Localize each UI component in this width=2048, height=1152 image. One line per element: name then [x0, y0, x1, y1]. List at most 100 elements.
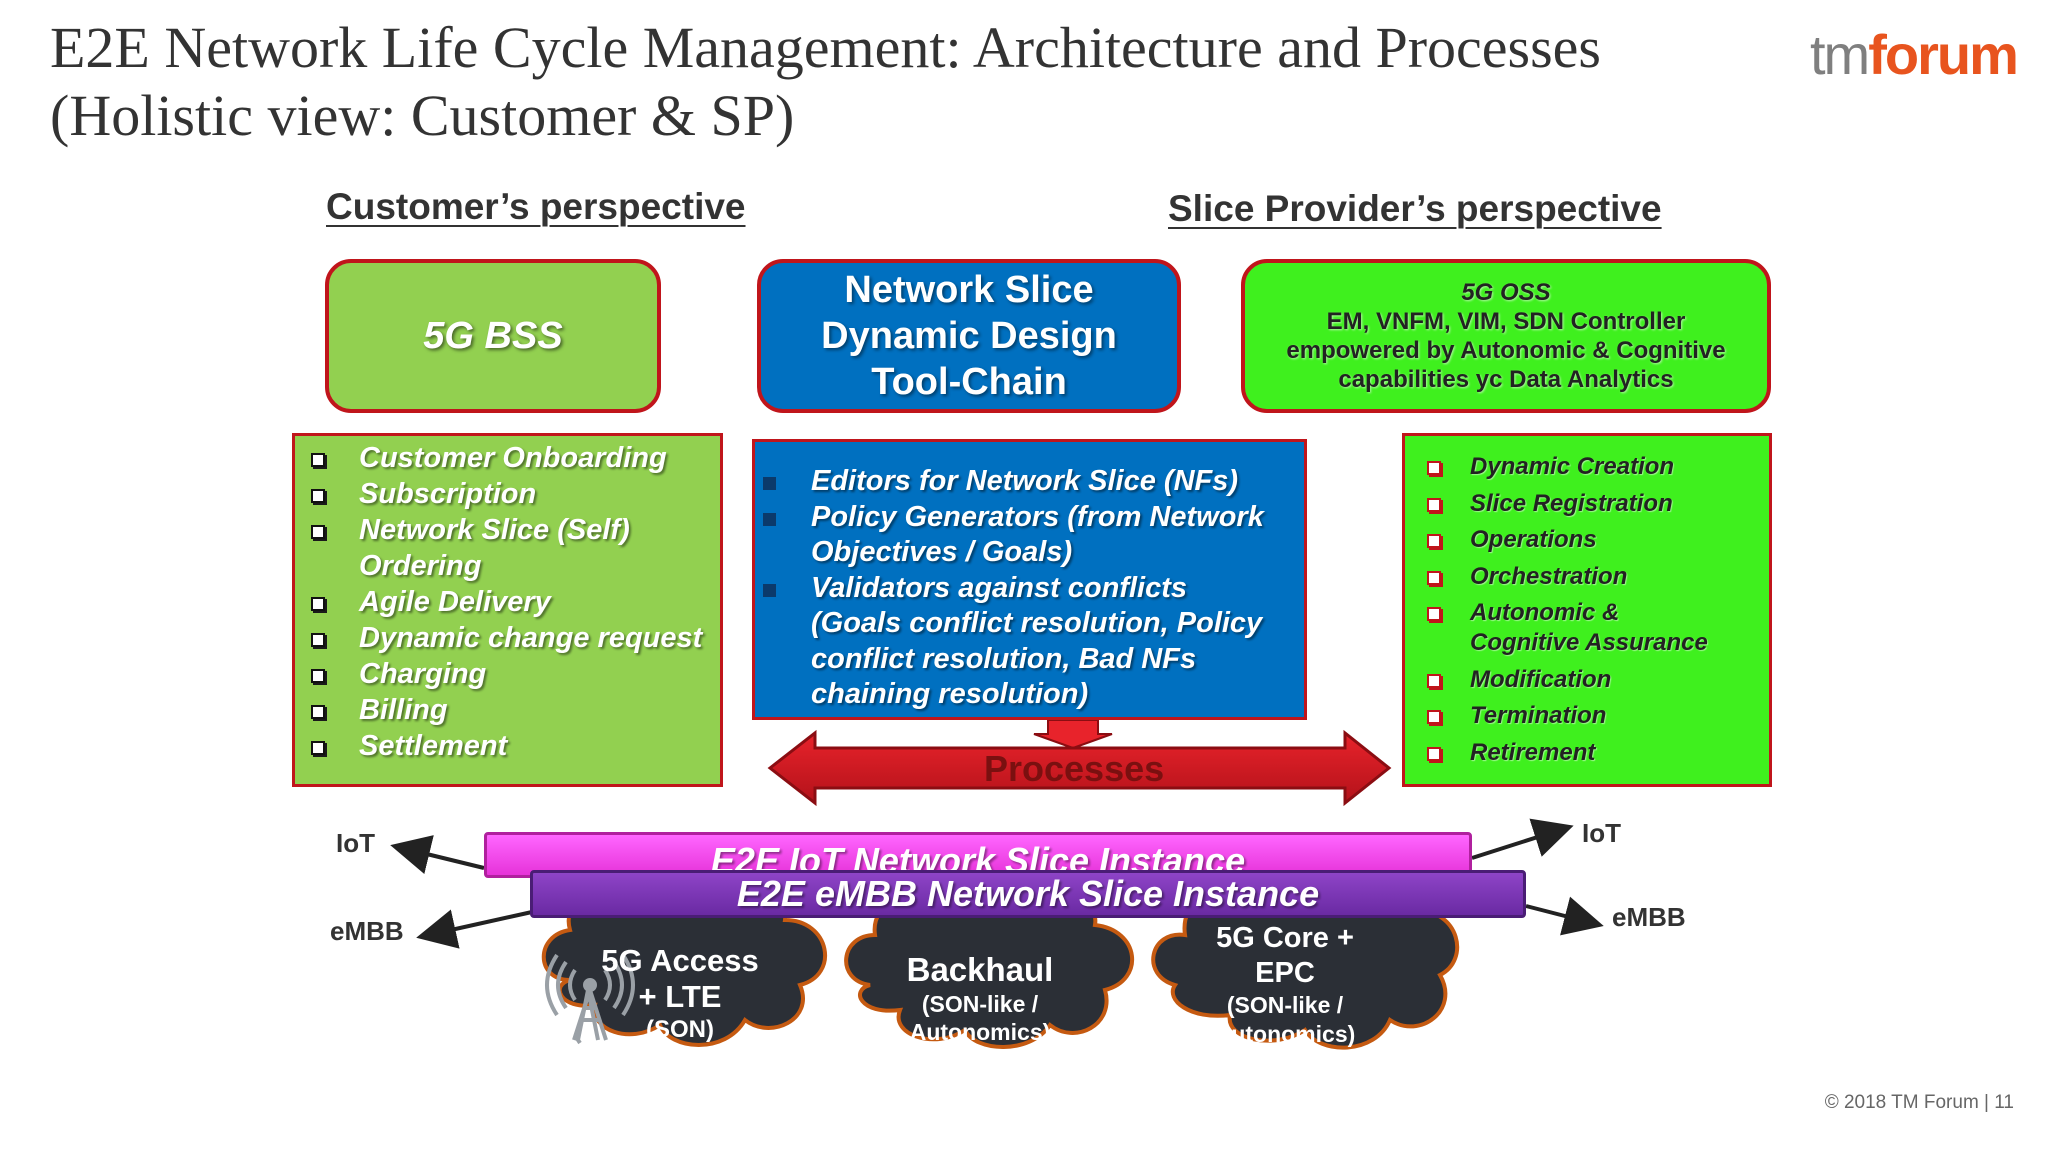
- provider-item-line: Autonomic &: [1470, 599, 1620, 626]
- checkbox-bullet-icon: [311, 633, 325, 647]
- toolchain-item-line: (Goals conflict resolution, Policy: [811, 607, 1263, 639]
- slide-title: E2E Network Life Cycle Management: Archi…: [50, 14, 1770, 150]
- checkbox-bullet-icon: [311, 741, 325, 755]
- checkbox-bullet-icon: [311, 669, 325, 683]
- checkbox-bullet-icon: [763, 477, 776, 490]
- customer-item-text: Billing: [359, 692, 448, 728]
- iot-right-arrow: [1471, 818, 1574, 860]
- core-line-2: EPC: [1255, 957, 1315, 989]
- embb-left-label: eMBB: [330, 916, 404, 946]
- toolchain-item: Validators against conflicts(Goals confl…: [761, 571, 1304, 713]
- cell-tower-icon: [545, 953, 635, 1045]
- checkbox-bullet-icon: [1427, 570, 1441, 585]
- provider-item-line: Dynamic Creation: [1470, 453, 1675, 480]
- iot-left-label: IoT: [336, 828, 375, 858]
- customer-item-line: Ordering: [359, 550, 482, 582]
- iot-left-arrow: [390, 835, 485, 875]
- provider-item-text: Orchestration: [1470, 562, 1627, 592]
- provider-item-line: Retirement: [1470, 738, 1596, 766]
- iot-slice-label: E2E IoT Network Slice Instance: [710, 840, 1246, 878]
- toolchain-item-line: chaining resolution): [811, 678, 1089, 710]
- customer-item: Dynamic change request: [309, 620, 720, 656]
- toolchain-box: Network Slice Dynamic Design Tool-Chain: [757, 259, 1181, 413]
- customer-item-line: Settlement: [359, 730, 508, 762]
- toolchain-line-3: Tool-Chain: [871, 361, 1067, 403]
- customer-item: Network Slice (Self) Ordering: [309, 512, 720, 584]
- toolchain-item-line: Editors for Network Slice (NFs): [811, 465, 1239, 497]
- toolchain-items: Editors for Network Slice (NFs)Policy Ge…: [761, 464, 1304, 713]
- checkbox-bullet-icon: [311, 597, 325, 611]
- core-line-4: Autonomics): [1214, 1021, 1356, 1047]
- customer-item-text: Charging: [359, 656, 486, 692]
- provider-item: Operations: [1427, 525, 1769, 555]
- processes-double-arrow: [767, 729, 1392, 807]
- customer-item-line: Network Slice (Self): [359, 514, 630, 546]
- toolchain-item-line: conflict resolution, Bad NFs: [811, 642, 1197, 675]
- provider-item-text: Dynamic Creation: [1470, 452, 1674, 482]
- customer-item: Settlement: [309, 728, 720, 764]
- checkbox-bullet-icon: [1427, 607, 1441, 621]
- provider-item-text: Slice Registration: [1470, 489, 1673, 519]
- customer-item-text: Settlement: [359, 728, 507, 764]
- toolchain-line-1: Network Slice: [844, 269, 1094, 311]
- customer-perspective-heading: Customer’s perspective: [326, 186, 746, 227]
- checkbox-bullet-icon: [311, 705, 325, 719]
- checkbox-bullet-icon: [763, 583, 776, 597]
- backhaul-line-3: Autonomics): [909, 1019, 1051, 1045]
- bss-box: 5G BSS: [325, 259, 661, 413]
- customer-item-text: Agile Delivery: [359, 584, 551, 620]
- toolchain-item-line: Policy Generators (from Network: [811, 500, 1264, 533]
- customer-item-text: Customer Onboarding: [359, 440, 667, 476]
- core-line-1: 5G Core +: [1216, 922, 1354, 954]
- provider-item-text: Retirement: [1470, 738, 1595, 768]
- customer-item: Agile Delivery: [309, 584, 720, 620]
- access-line-3: (SON): [646, 1016, 714, 1043]
- customer-item: Subscription: [309, 476, 720, 512]
- oss-line-1: EM, VNFM, VIM, SDN Controller: [1326, 308, 1686, 335]
- checkbox-bullet-icon: [1427, 461, 1441, 475]
- provider-item: Termination: [1427, 701, 1769, 731]
- customer-item-line: Charging: [359, 658, 487, 690]
- provider-item-line: Modification: [1470, 665, 1612, 693]
- toolchain-item: Editors for Network Slice (NFs): [761, 464, 1304, 500]
- footer-copyright: © 2018 TM Forum | 11: [1824, 1092, 2014, 1113]
- oss-title: 5G OSS: [1461, 279, 1551, 306]
- embb-slice-label: E2E eMBB Network Slice Instance: [736, 873, 1320, 914]
- access-line-2: + LTE: [638, 979, 722, 1014]
- toolchain-feature-list: Editors for Network Slice (NFs)Policy Ge…: [752, 439, 1307, 720]
- customer-item-line: Customer Onboarding: [359, 442, 667, 474]
- logo-forum: forum: [1868, 23, 2019, 86]
- customer-item-line: Dynamic change request: [359, 622, 703, 654]
- checkbox-bullet-icon: [1427, 673, 1441, 688]
- provider-item-text: Modification: [1470, 665, 1611, 695]
- oss-box: 5G OSS EM, VNFM, VIM, SDN Controller emp…: [1241, 259, 1771, 413]
- customer-item-line: Billing: [359, 694, 448, 726]
- customer-item-text: Subscription: [359, 476, 536, 512]
- provider-item: Retirement: [1427, 738, 1769, 768]
- embb-slice-instance: E2E eMBB Network Slice Instance: [530, 870, 1526, 918]
- customer-item: Charging: [309, 656, 720, 692]
- checkbox-bullet-icon: [1427, 746, 1441, 761]
- backhaul-line-1: Backhaul: [906, 951, 1054, 988]
- customer-item: Customer Onboarding: [309, 440, 720, 476]
- tmforum-logo: tmforum: [1810, 22, 2019, 87]
- provider-item-line: Orchestration: [1470, 562, 1628, 590]
- checkbox-bullet-icon: [1427, 534, 1441, 548]
- core-cloud-text: 5G Core + EPC (SON-like / Autonomics): [1185, 921, 1385, 1049]
- provider-item: Slice Registration: [1427, 489, 1769, 519]
- core-line-3: (SON-like /: [1226, 992, 1344, 1018]
- checkbox-bullet-icon: [311, 525, 325, 539]
- customer-item-line: Subscription: [359, 478, 537, 510]
- title-line-1: E2E Network Life Cycle Management: Archi…: [50, 15, 1601, 80]
- provider-item-text: Autonomic &Cognitive Assurance: [1470, 598, 1708, 658]
- customer-item-text: Dynamic change request: [359, 620, 702, 656]
- customer-item: Billing: [309, 692, 720, 728]
- checkbox-bullet-icon: [311, 489, 325, 503]
- provider-item: Orchestration: [1427, 562, 1769, 592]
- provider-item-text: Operations: [1470, 525, 1597, 555]
